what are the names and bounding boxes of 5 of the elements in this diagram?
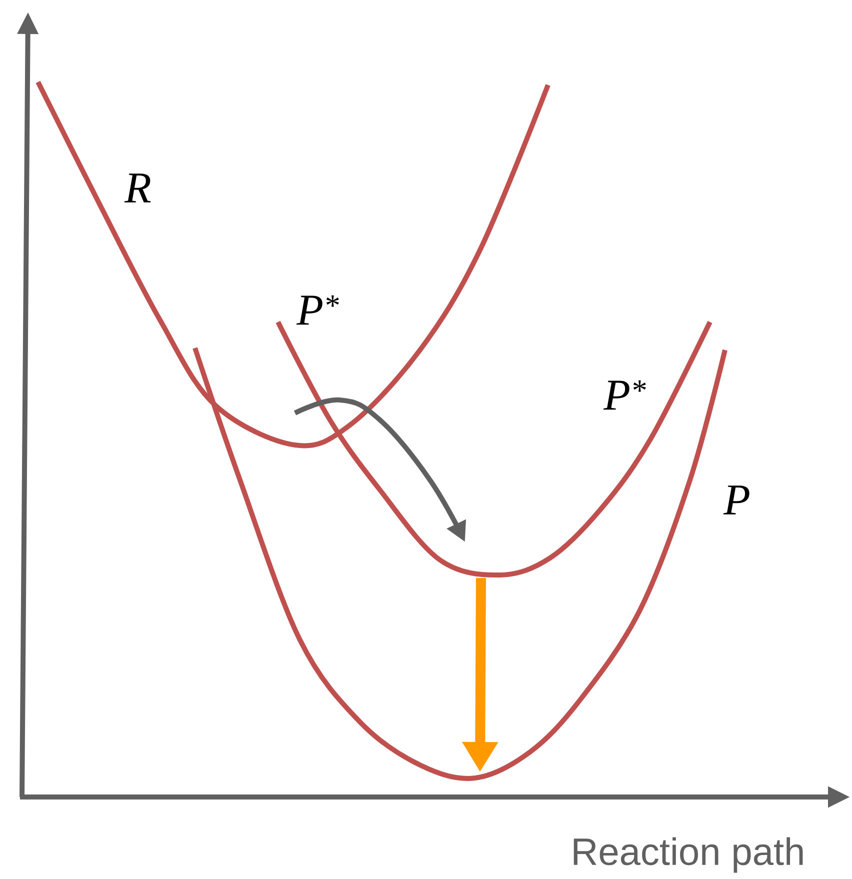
curve-label: P$^{*}$ xyxy=(296,295,339,325)
curve-label: R xyxy=(124,174,151,202)
axis-label: Reaction path xyxy=(574,837,803,873)
curve-label: P$^{*}$ xyxy=(603,380,646,410)
curve-label: P xyxy=(723,486,750,514)
